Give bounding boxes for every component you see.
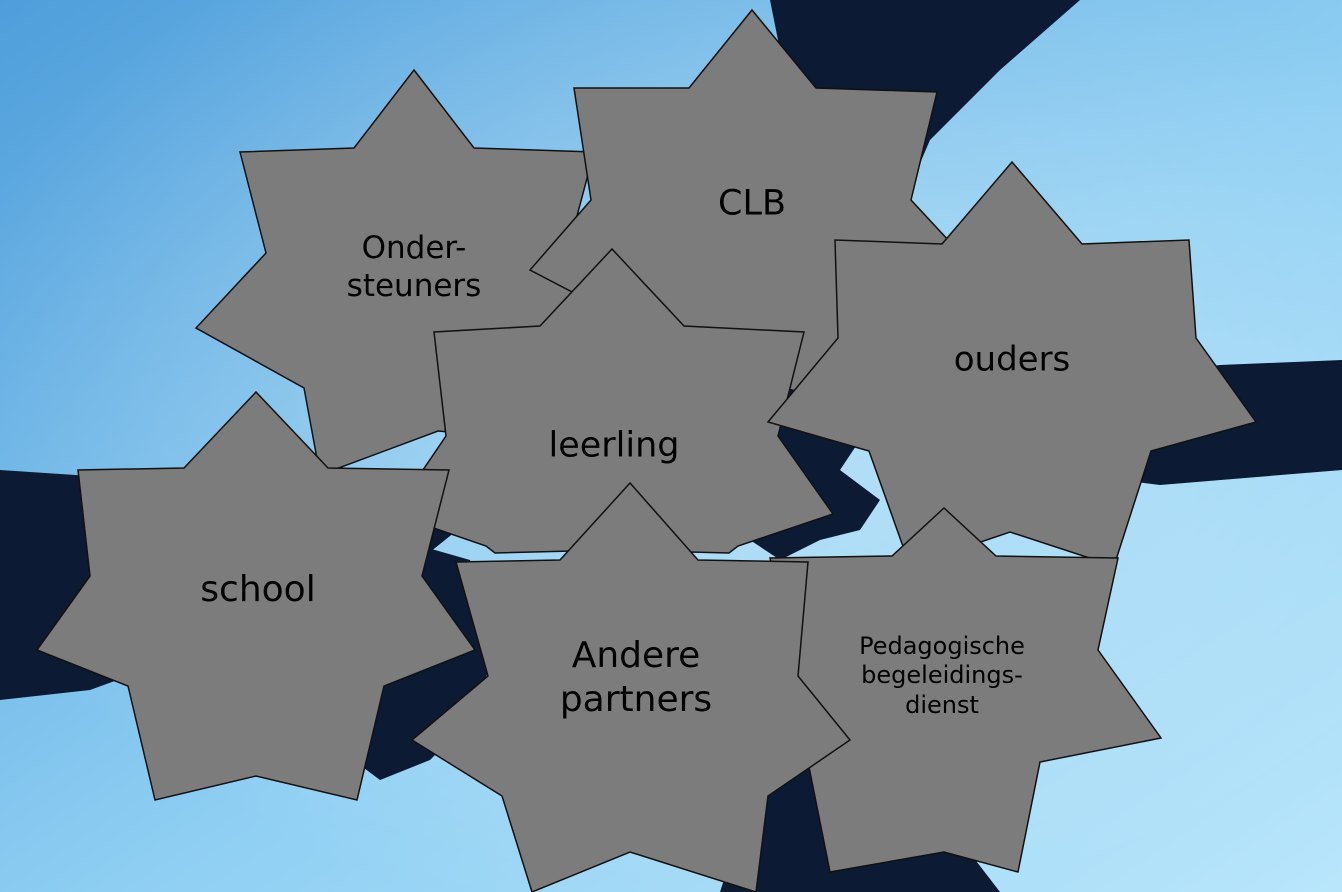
- star-school: [35, 390, 477, 801]
- star-ouders: [766, 160, 1258, 567]
- star-andere: [410, 481, 852, 892]
